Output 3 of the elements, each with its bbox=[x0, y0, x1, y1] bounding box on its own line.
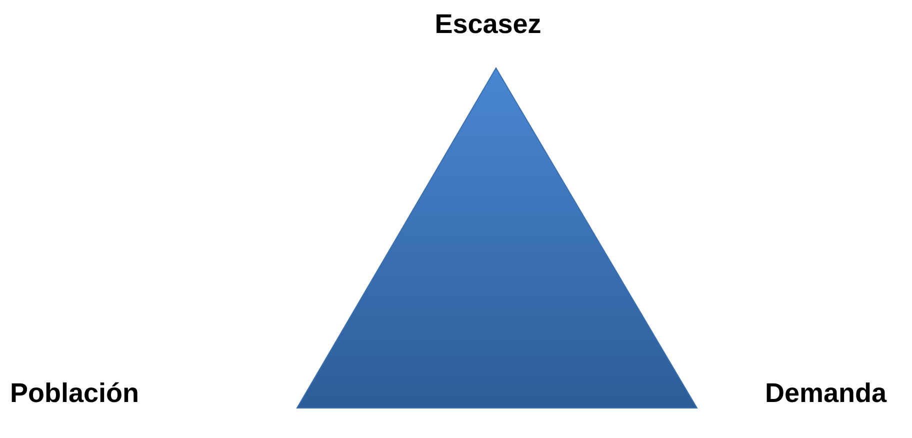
vertex-label: Demanda bbox=[765, 377, 887, 409]
vertex-label: Población bbox=[10, 377, 140, 409]
vertex-label: Escasez bbox=[434, 8, 542, 40]
